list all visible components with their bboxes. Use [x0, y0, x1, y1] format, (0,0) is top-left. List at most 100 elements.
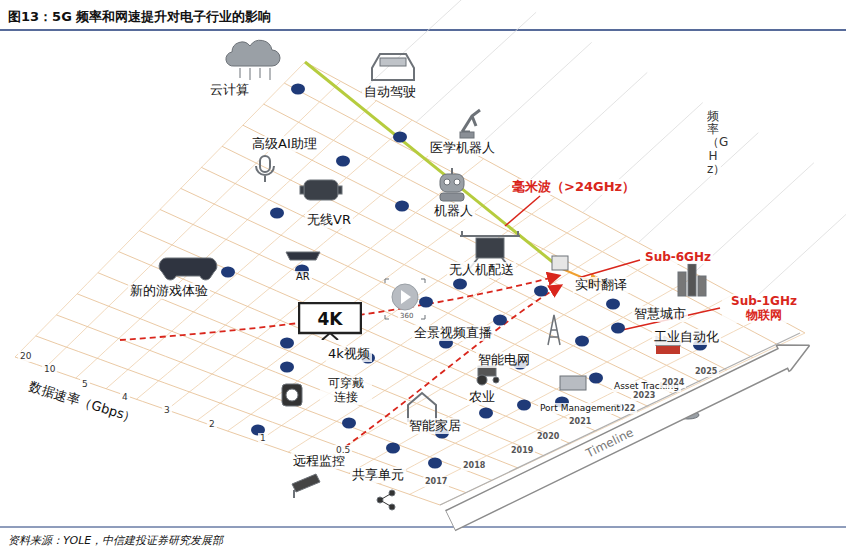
icon-shape — [440, 193, 464, 201]
wall-line — [416, 12, 536, 122]
icon-shape — [460, 132, 474, 138]
icon-shape — [552, 256, 568, 270]
wall-line — [749, 193, 846, 303]
axis-tick: 4 — [120, 392, 130, 403]
icon-shape — [226, 40, 280, 66]
icon-shape — [476, 238, 504, 258]
icon-shape — [380, 58, 406, 66]
axis-tick: 3 — [162, 405, 172, 416]
caption-rule — [0, 527, 846, 528]
dots — [221, 84, 707, 469]
icon-shape — [477, 375, 487, 385]
grid-line — [139, 231, 596, 432]
axis-tick: 10 — [42, 364, 57, 375]
icon-shape — [292, 474, 320, 492]
application-label: 4k视频 — [326, 346, 372, 362]
icon-shape — [282, 384, 302, 406]
data-dot — [428, 458, 442, 469]
application-label: 云计算 — [208, 82, 251, 98]
axis-tick: 20 — [18, 351, 33, 362]
wall-line — [472, 42, 592, 152]
screen-stand — [322, 333, 338, 340]
icon-shape — [656, 346, 680, 354]
leader-line — [578, 260, 640, 278]
icon-shape — [256, 166, 274, 182]
data-dot — [336, 156, 350, 167]
icon-shape — [159, 258, 216, 280]
icon-shape — [678, 272, 686, 296]
icon-shape — [440, 174, 464, 192]
application-label: 可穿戴 连接 — [320, 376, 372, 405]
icon-shape — [286, 252, 320, 260]
application-label: 智能电网 — [476, 352, 532, 368]
node-text: 4K — [315, 309, 344, 329]
icon-shape — [698, 276, 706, 296]
data-dot — [589, 373, 603, 384]
data-dot — [419, 297, 433, 308]
grid-line — [349, 275, 698, 473]
axis-tick: Port Management — [538, 403, 622, 414]
data-dot — [291, 84, 305, 95]
wall-line — [583, 103, 703, 213]
axis-tick: 0.5 — [334, 445, 352, 456]
axis-tick: 2020 — [535, 432, 561, 442]
icon-shape — [304, 180, 338, 200]
icon-shape — [380, 493, 392, 507]
icon-shape — [688, 264, 696, 296]
axis-tick: 2019 — [509, 446, 535, 456]
data-dot — [280, 338, 294, 349]
application-label: 共享单元 — [350, 467, 406, 483]
grid-line — [181, 188, 649, 406]
grid-line — [15, 357, 440, 505]
data-dot — [395, 201, 409, 212]
band-label: Sub-6GHz — [643, 250, 713, 264]
axis-tick: 360 — [398, 312, 415, 320]
axis-tick: 2021 — [567, 417, 593, 427]
source-caption: 资料来源：YOLE，中信建投证券研究发展部 — [8, 533, 223, 548]
wall-line — [638, 133, 758, 243]
application-label: 农业 — [467, 389, 497, 405]
title-rule — [0, 29, 846, 31]
leader-line — [505, 196, 540, 226]
data-dot — [534, 286, 548, 297]
icon-shape — [338, 186, 342, 194]
application-label: 自动驾驶 — [362, 84, 418, 100]
icon-shape — [548, 315, 560, 345]
icon-shape — [454, 179, 460, 185]
icon-shape — [240, 68, 270, 80]
icon-shape — [444, 179, 450, 185]
icons — [159, 40, 706, 510]
application-label: 高级AI助理 — [250, 136, 319, 152]
data-dot — [393, 132, 407, 143]
icon-shape — [260, 156, 270, 172]
data-dot — [606, 299, 620, 310]
grid-line — [243, 125, 727, 370]
data-dot — [280, 362, 294, 373]
application-label: 医学机器人 — [428, 140, 497, 156]
application-label: 无线VR — [305, 212, 353, 228]
figure-title: 图13：5G 频率和网速提升对电子行业的影响 — [8, 8, 271, 26]
icon-shape — [460, 231, 520, 236]
data-dot — [386, 443, 400, 454]
data-dot — [479, 408, 493, 419]
data-dot — [611, 323, 625, 334]
data-dot — [493, 315, 507, 326]
icon-shape — [372, 54, 414, 80]
axis-tick: 1 — [258, 433, 268, 444]
grid-line — [440, 333, 805, 505]
grid-line — [119, 252, 571, 444]
wall-line — [527, 72, 647, 182]
icon-shape — [286, 389, 298, 401]
icon-shape — [293, 490, 295, 498]
grid-line — [222, 146, 701, 382]
mmwave-line — [305, 62, 560, 268]
application-label: 频率（GHz） — [705, 110, 721, 176]
data-dot — [221, 267, 235, 278]
application-label: AR — [294, 271, 312, 283]
band-label: Sub-1GHz 物联网 — [722, 294, 806, 323]
application-label: 机器人 — [432, 203, 475, 219]
data-dot — [453, 279, 467, 290]
icon-shape — [451, 168, 453, 174]
application-label: 无人机配送 — [447, 262, 516, 278]
